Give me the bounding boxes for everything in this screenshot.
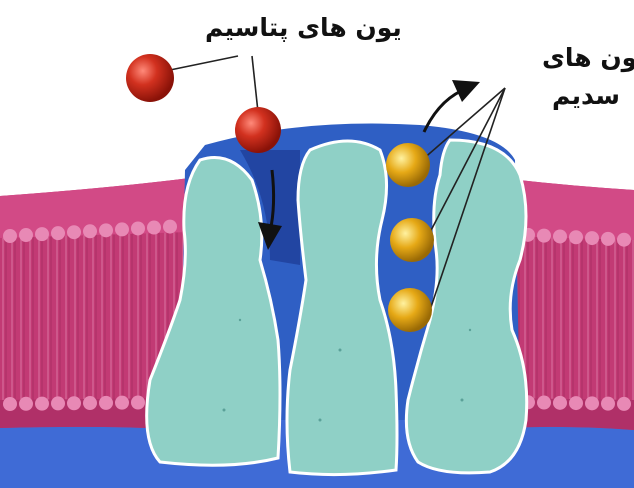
phospholipid-head	[51, 396, 65, 410]
phospholipid-head	[99, 223, 113, 237]
phospholipid-head	[553, 396, 567, 410]
phospholipid-head	[83, 224, 97, 238]
phospholipid-head	[585, 231, 599, 245]
phospholipid-head	[19, 397, 33, 411]
phospholipid-head	[115, 222, 129, 236]
phospholipid-head	[617, 397, 631, 411]
phospholipid-head	[51, 226, 65, 240]
phospholipid-head	[19, 228, 33, 242]
phospholipid-head	[617, 233, 631, 247]
phospholipid-head	[131, 221, 145, 235]
phospholipid-head	[537, 396, 551, 410]
sodium-ion	[386, 143, 430, 187]
phospholipid-head	[601, 397, 615, 411]
potassium-ions-label: یون های پتاسیم	[205, 14, 402, 42]
phospholipid-head	[35, 227, 49, 241]
phospholipid-head	[163, 220, 177, 234]
potassium-ion	[235, 107, 281, 153]
phospholipid-head	[67, 225, 81, 239]
sodium-ion	[390, 218, 434, 262]
phospholipid-head	[115, 396, 129, 410]
sodium-outward-arrow	[424, 80, 480, 132]
phospholipid-head	[99, 396, 113, 410]
phospholipid-head	[601, 232, 615, 246]
phospholipid-head	[131, 395, 145, 409]
phospholipid-head	[35, 397, 49, 411]
phospholipid-head	[569, 396, 583, 410]
phospholipid-head	[147, 221, 161, 235]
phospholipid-head	[3, 229, 17, 243]
sodium-ions-label-line2: سدیم	[552, 82, 620, 110]
sodium-ion	[388, 288, 432, 332]
protein-subunit-middle	[287, 141, 397, 475]
potassium-leader-lines	[170, 56, 258, 112]
phospholipid-head	[553, 229, 567, 243]
phospholipid-head	[3, 397, 17, 411]
sodium-ions-label-line1: یون های	[542, 44, 634, 72]
potassium-ion	[126, 54, 174, 102]
phospholipid-head	[537, 229, 551, 243]
phospholipid-head	[67, 396, 81, 410]
phospholipid-head	[83, 396, 97, 410]
phospholipid-head	[569, 230, 583, 244]
phospholipid-head	[585, 396, 599, 410]
